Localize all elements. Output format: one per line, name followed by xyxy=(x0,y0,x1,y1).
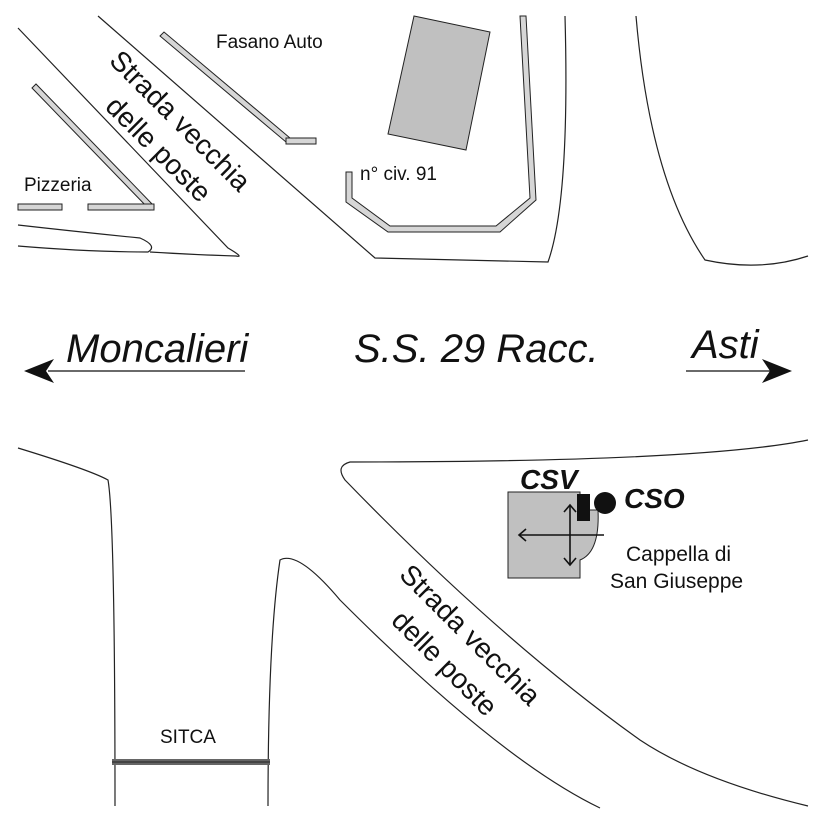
label-fasano-auto: Fasano Auto xyxy=(216,32,323,53)
wall-pizzeria-a xyxy=(17,203,63,211)
label-chapel-line1: Cappella di xyxy=(626,543,731,566)
arrow-right-icon xyxy=(686,359,792,383)
cso-marker xyxy=(594,492,616,514)
wall-north-1-end xyxy=(285,137,317,145)
label-csv: CSV xyxy=(520,464,580,495)
road-edges xyxy=(17,15,809,809)
pizzeria-road-edge xyxy=(17,224,153,253)
arrow-left-icon xyxy=(24,359,245,383)
label-highway: S.S. 29 Racc. xyxy=(354,327,599,371)
south-street-left-edge xyxy=(267,557,601,809)
label-sitca: SITCA xyxy=(160,727,216,748)
cross-icon xyxy=(517,503,604,567)
label-asti: Asti xyxy=(690,323,760,367)
north-street-right-edge xyxy=(97,15,567,263)
northeast-road-edge xyxy=(635,15,809,266)
walls xyxy=(17,15,537,233)
wall-pizzeria-b xyxy=(87,203,155,211)
north-street-left-edge xyxy=(17,27,240,257)
label-civic-number: n° civ. 91 xyxy=(360,164,437,185)
south-west-road-edge xyxy=(17,447,116,807)
label-cso: CSO xyxy=(624,483,685,514)
csv-marker xyxy=(577,494,590,521)
south-street-right-edge xyxy=(340,439,809,807)
wall-civic-91 xyxy=(345,15,537,233)
label-pizzeria: Pizzeria xyxy=(24,175,92,196)
label-moncalieri: Moncalieri xyxy=(66,327,249,371)
building-fasano-auto xyxy=(387,15,491,151)
label-chapel-line2: San Giuseppe xyxy=(610,570,743,593)
